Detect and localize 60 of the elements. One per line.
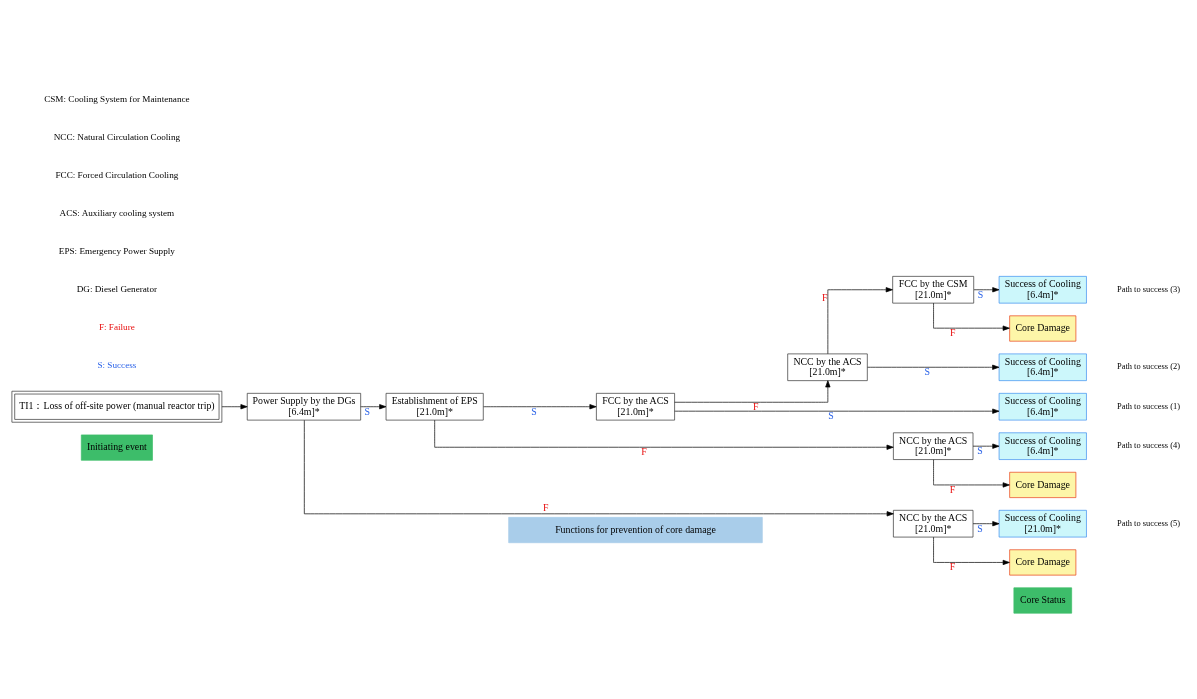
node-box: Core Status	[1013, 586, 1072, 614]
label: ACS: Auxiliary cooling system	[59, 207, 175, 218]
node-box: Core Damage	[1009, 471, 1077, 498]
label: DG: Diesel Generator	[76, 283, 158, 294]
arrow	[434, 419, 894, 450]
node-label: Path to success (1)	[1116, 400, 1180, 411]
arrow	[933, 536, 1010, 565]
node-box: Success of Cooling [6.4m]*	[998, 275, 1087, 303]
edge-label: F	[821, 291, 828, 303]
edge-label: F	[949, 560, 956, 572]
edge-label: S	[977, 444, 983, 456]
arrow	[674, 408, 1000, 414]
arrow	[360, 403, 387, 409]
node-label: Path to success (3)	[1116, 283, 1180, 294]
node-box: FCC by the CSM [21.0m]*	[892, 275, 975, 303]
edge-label: S	[977, 522, 983, 534]
node-label: Path to success (5)	[1116, 517, 1180, 528]
edge-label: S	[977, 288, 984, 300]
edge-label: S	[364, 405, 371, 417]
node-box: NCC by the ACS [21.0m]*	[893, 509, 974, 537]
label: F: Failure	[98, 321, 135, 332]
label: NCC: Natural Circulation Cooling	[53, 131, 181, 142]
edge-label: S	[924, 365, 930, 377]
node-box: NCC by the ACS [21.0m]*	[787, 353, 868, 381]
node-box: FCC by the ACS [21.0m]*	[596, 392, 675, 420]
edge-label: F	[949, 483, 956, 495]
arrow	[867, 364, 1000, 370]
arrow	[303, 419, 894, 516]
node-box: Power Supply by the DGs [6.4m]*	[246, 392, 362, 420]
node-box: Success of Cooling [6.4m]*	[998, 353, 1087, 381]
node-box: Success of Cooling [6.4m]*	[998, 392, 1087, 420]
arrow	[972, 520, 1000, 526]
node-box: Initiating event	[80, 434, 153, 461]
arrow	[933, 302, 1010, 331]
label: S: Success	[97, 359, 137, 370]
node-box: Success of Cooling [21.0m]*	[998, 509, 1087, 537]
arrow	[827, 286, 893, 354]
arrow	[674, 379, 831, 403]
arrow	[933, 458, 1010, 487]
label: EPS: Emergency Power Supply	[58, 245, 175, 256]
node-label: Path to success (4)	[1116, 439, 1180, 450]
node-label: Path to success (2)	[1116, 360, 1180, 371]
edge-label: F	[752, 400, 759, 412]
node-box: Functions for prevention of core damage	[508, 516, 763, 543]
label: CSM: Cooling System for Maintenance	[44, 93, 190, 104]
arrow	[483, 403, 597, 409]
arrow	[972, 443, 1000, 449]
node-box: Core Damage	[1009, 314, 1077, 342]
edge-label: F	[641, 445, 647, 457]
node-box: Success of Cooling [6.4m]*	[998, 431, 1087, 460]
node-box: NCC by the ACS [21.0m]*	[893, 431, 974, 460]
node-box: Core Damage	[1009, 548, 1077, 575]
edge-label: S	[531, 405, 537, 417]
edge-label: S	[828, 409, 834, 421]
arrow	[221, 403, 248, 409]
edge-label: F	[949, 326, 956, 338]
arrow	[973, 286, 1000, 292]
label: FCC: Forced Circulation Cooling	[55, 169, 179, 180]
node-box: Establishment of EPS [21.0m]*	[385, 392, 484, 420]
edge-label: F	[542, 501, 549, 513]
